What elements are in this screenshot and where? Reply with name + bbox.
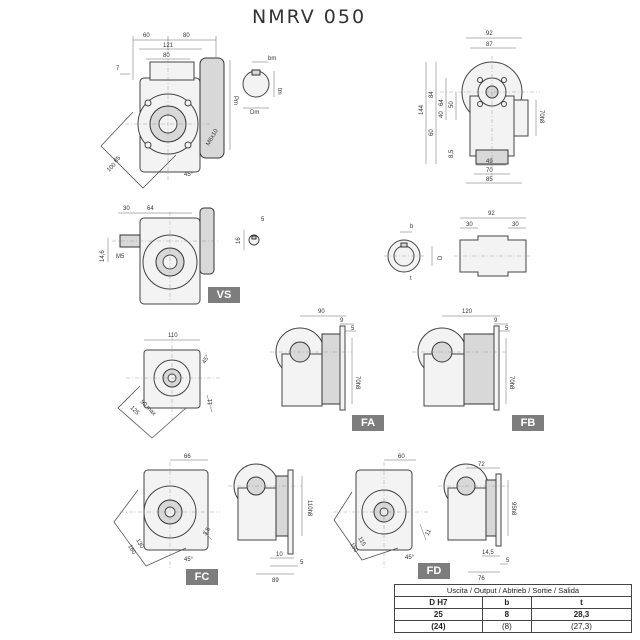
- view-side-main: [425, 37, 540, 184]
- dim-5d: 5: [300, 560, 304, 566]
- dim-9: 9: [340, 318, 344, 324]
- dim-m5: M5: [116, 254, 125, 260]
- view-front-main: [100, 36, 231, 189]
- dim-45deg-b: 45°: [202, 354, 212, 365]
- dim-60b: 60: [429, 129, 435, 136]
- badge-fd: FD: [418, 563, 450, 579]
- dim-130: 130: [134, 538, 145, 550]
- dim-70h8-b: 70h8: [354, 376, 360, 390]
- dim-5c: 5: [505, 326, 509, 332]
- dim-110: 110: [168, 333, 178, 339]
- dim-t: t: [410, 276, 412, 282]
- view-hollow-shaft: [384, 217, 532, 277]
- dim-11b: 11: [425, 528, 434, 537]
- badge-fb: FB: [512, 415, 544, 431]
- dim-80: 80: [183, 33, 190, 39]
- dim-84: 84: [429, 91, 435, 98]
- badge-vs: VS: [208, 287, 240, 303]
- dim-5b: 5: [351, 326, 355, 332]
- dim-70h8-c: 70h8: [508, 376, 514, 390]
- table-header: Uscita / Output / Abtrieb / Sortie / Sal…: [394, 584, 632, 597]
- table-cell: 28,3: [530, 608, 633, 621]
- dim-90: 90: [318, 309, 325, 315]
- dim-8-5: 8,5: [449, 149, 455, 158]
- dim-11: 11: [208, 398, 214, 405]
- dim-110h8: 110h8: [306, 500, 312, 517]
- dim-3-5: 3,5: [203, 526, 213, 537]
- dim-80b: 80: [163, 53, 170, 59]
- badge-fa: FA: [352, 415, 384, 431]
- view-flange-plan: [117, 336, 220, 439]
- dim-30c: 30: [512, 222, 519, 228]
- dim-pm: Pm: [232, 96, 238, 105]
- table-cell: (8): [481, 620, 532, 633]
- dim-5: 5: [261, 217, 265, 223]
- dim-92b: 92: [488, 211, 495, 217]
- dim-66: 66: [184, 454, 191, 460]
- dim-95h8: 95h8: [510, 502, 516, 516]
- dim-7: 7: [116, 66, 120, 72]
- dim-144: 144: [419, 104, 425, 115]
- dim-121: 121: [163, 43, 174, 49]
- dim-9b: 9: [494, 318, 498, 324]
- dim-76: 76: [478, 576, 485, 582]
- table-column-header: D H7: [394, 596, 483, 609]
- dim-64b: 64: [147, 206, 154, 212]
- table-cell: (24): [394, 620, 483, 633]
- view-fd-plan: [333, 459, 430, 570]
- dim-85: 85: [113, 155, 122, 164]
- view-fb: [412, 315, 510, 411]
- dim-160: 160: [126, 544, 137, 556]
- dim-87: 87: [486, 42, 493, 48]
- dim-72: 72: [478, 462, 485, 468]
- dim-150: 150: [348, 542, 359, 554]
- dim-100: 100: [106, 162, 118, 174]
- dim-30b: 30: [466, 222, 473, 228]
- dim-30: 30: [123, 206, 130, 212]
- dim-14-5: 14,5: [482, 550, 494, 556]
- view-fd-side: [438, 463, 510, 573]
- dim-dm: Dm: [250, 110, 259, 116]
- dim-45deg-d: 45°: [405, 555, 415, 561]
- dim-70: 70: [486, 168, 493, 174]
- dim-70h8: 70h8: [538, 110, 544, 124]
- dim-115: 115: [356, 536, 366, 548]
- dim-16: 16: [236, 237, 242, 244]
- view-fc-plan: [113, 459, 220, 570]
- view-fc-side: [228, 463, 303, 575]
- page-title: NMRV 050: [252, 6, 367, 28]
- output-dimension-table: Uscita / Output / Abtrieb / Sortie / Sal…: [394, 584, 633, 633]
- dim-5e: 5: [506, 558, 510, 564]
- view-fa: [270, 315, 356, 411]
- dim-40: 40: [439, 111, 445, 118]
- view-motor-shaft-detail: [242, 61, 275, 109]
- table-column-header: b: [481, 596, 532, 609]
- dim-tm: tm: [276, 88, 282, 95]
- table-cell: 25: [394, 608, 483, 621]
- dim-bm: bm: [268, 56, 276, 62]
- dim-60c: 60: [398, 454, 405, 460]
- dim-14-6: 14,6: [100, 250, 106, 262]
- dim-49: 49: [486, 159, 493, 165]
- table-cell: 8: [481, 608, 532, 621]
- dim-64: 64: [439, 99, 445, 106]
- view-vs: [107, 207, 260, 305]
- dim-45deg: 45°: [184, 172, 194, 178]
- dim-d: D: [438, 255, 444, 260]
- table-cell: (27,3): [530, 620, 633, 633]
- dim-89: 89: [272, 578, 279, 584]
- dim-45deg-c: 45°: [184, 557, 194, 563]
- dim-60: 60: [143, 33, 150, 39]
- table-column-header: t: [530, 596, 633, 609]
- badge-fc: FC: [186, 569, 218, 585]
- dim-125: 125: [129, 405, 141, 417]
- dim-b: b: [410, 224, 414, 230]
- dim-85b: 85: [486, 177, 493, 183]
- dim-50: 50: [449, 101, 455, 108]
- dim-92: 92: [486, 31, 493, 37]
- dim-120: 120: [462, 309, 473, 315]
- dim-10: 10: [276, 552, 283, 558]
